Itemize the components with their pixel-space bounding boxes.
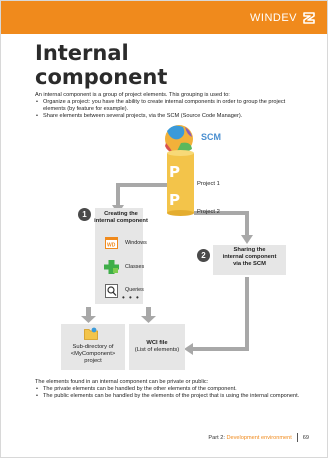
wci-file-box xyxy=(129,324,185,370)
sharing-component-box xyxy=(213,245,286,275)
brand: WINDEV xyxy=(250,10,317,26)
footer-bullet: The public elements can be handled by th… xyxy=(35,393,305,400)
arrow-down-left xyxy=(81,307,96,323)
project-repository: P P xyxy=(167,150,194,216)
step2-badge: 2 xyxy=(197,249,210,262)
svg-text:P: P xyxy=(169,191,180,209)
footer-bullets: The private elements can be handled by t… xyxy=(35,386,305,400)
page-footer: Part 2: Development environment 69 xyxy=(208,433,309,442)
scm-label: SCM xyxy=(201,132,221,142)
header-bar: WINDEV xyxy=(1,1,327,34)
wci-file-label: WCI file (List of elements) xyxy=(134,340,180,353)
footer-text-section: The elements found in an internal compon… xyxy=(35,379,305,400)
page-number: 69 xyxy=(302,434,309,441)
item-queries-label: Queries xyxy=(125,287,144,293)
folder-icon xyxy=(84,327,98,340)
step1-badge: 1 xyxy=(78,208,91,221)
more-items-ellipsis: • • • xyxy=(122,293,140,302)
arrow-to-wci xyxy=(184,277,249,355)
windev-logo-icon xyxy=(303,12,315,24)
page-title: Internal component xyxy=(35,41,235,89)
classes-icon xyxy=(104,260,119,274)
footer-part-prefix: Part 2: xyxy=(208,434,225,441)
footer-part: Part 2: Development environment xyxy=(208,435,291,441)
scm-globe-icon xyxy=(165,125,193,153)
footer-separator xyxy=(296,433,298,442)
arrow-down-right xyxy=(141,307,156,323)
page-title-line2: component xyxy=(35,65,168,89)
intro-paragraph: An internal component is a group of proj… xyxy=(35,92,230,98)
intro-section: An internal component is a group of proj… xyxy=(35,92,305,120)
intro-bullet: Organize a project: you have the ability… xyxy=(35,99,305,113)
svg-text:P: P xyxy=(169,163,180,181)
project1-label: Project 1 xyxy=(197,181,220,187)
brand-name: WINDEV xyxy=(250,12,297,24)
item-classes-label: Classes xyxy=(125,264,145,270)
arrow-to-sharing xyxy=(194,211,253,244)
footer-bullet: The private elements can be handled by t… xyxy=(35,386,305,393)
project2-label: Project 2 xyxy=(197,209,220,215)
intro-bullet: Share elements between several projects,… xyxy=(35,113,305,120)
window-icon: WD xyxy=(105,237,118,249)
footer-paragraph: The elements found in an internal compon… xyxy=(35,379,209,385)
item-windows-label: Windows xyxy=(125,240,147,246)
creating-component-title: Creating the internal component xyxy=(94,211,148,224)
page-title-line1: Internal xyxy=(35,41,129,65)
query-icon xyxy=(105,284,118,298)
footer-part-name: Development environment xyxy=(226,434,292,441)
creating-component-box xyxy=(95,208,143,304)
subdirectory-label: Sub-directory of <MyComponent> project xyxy=(70,344,116,364)
sharing-component-title: Sharing the internal component via the S… xyxy=(222,247,277,267)
svg-text:WD: WD xyxy=(107,243,116,249)
intro-bullets: Organize a project: you have the ability… xyxy=(35,99,305,120)
